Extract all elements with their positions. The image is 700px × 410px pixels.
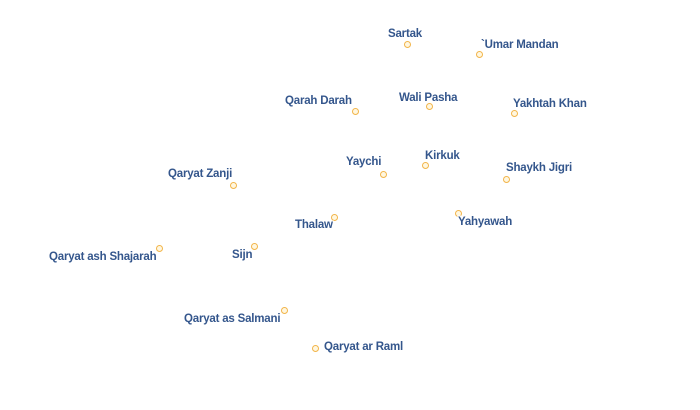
- place-marker-icon: [380, 171, 387, 178]
- place-label: Shaykh Jigri: [506, 162, 572, 174]
- place-marker-icon: [476, 51, 483, 58]
- place-label: Qaryat Zanji: [168, 168, 233, 180]
- place-label: Qaryat ash Shajarah: [49, 251, 157, 263]
- place-label: Sartak: [388, 28, 422, 40]
- place-label: `Umar Mandan: [481, 39, 559, 51]
- place-label: Qarah Darah: [285, 95, 352, 107]
- place-marker-icon: [352, 108, 359, 115]
- place-marker-icon: [503, 176, 510, 183]
- place-label: Thalaw: [295, 219, 333, 231]
- place-label: Qaryat ar Raml: [324, 341, 404, 353]
- place-label: Sijn: [232, 249, 253, 261]
- place-label: Yaychi: [346, 156, 382, 168]
- place-marker-icon: [251, 243, 258, 250]
- place-marker-icon: [230, 182, 237, 189]
- place-label: Qaryat as Salmani: [184, 313, 281, 325]
- place-label: Kirkuk: [425, 150, 460, 162]
- place-marker-icon: [511, 110, 518, 117]
- place-label: Yakhtah Khan: [513, 98, 587, 110]
- place-marker-icon: [312, 345, 319, 352]
- place-marker-icon: [455, 210, 462, 217]
- place-marker-icon: [404, 41, 411, 48]
- place-marker-icon: [331, 214, 338, 221]
- place-marker-icon: [156, 245, 163, 252]
- place-marker-icon: [426, 103, 433, 110]
- place-marker-icon: [281, 307, 288, 314]
- place-label: Wali Pasha: [399, 92, 458, 104]
- place-marker-icon: [422, 162, 429, 169]
- place-label: Yahyawah: [458, 216, 513, 228]
